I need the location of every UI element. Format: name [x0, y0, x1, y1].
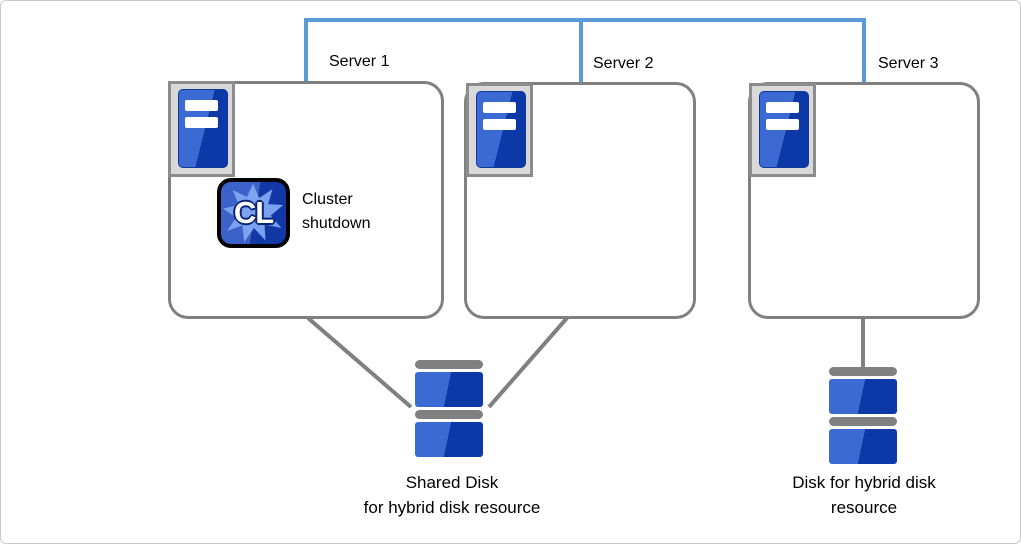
hybrid-disk-caption-line1: Disk for hybrid disk [792, 473, 936, 492]
disk-cap [415, 410, 483, 419]
server-tower-icon [168, 81, 235, 177]
tower-slot-bar [483, 119, 516, 130]
server-tower-body [178, 89, 228, 168]
disk-segment [829, 379, 897, 414]
disk-segment [415, 422, 483, 457]
disk-segment [829, 429, 897, 464]
tower-slot-bar [185, 100, 218, 111]
interconnect-line [304, 18, 866, 82]
disk-segment [415, 372, 483, 407]
shared-disk-caption-line1: Shared Disk [405, 473, 499, 492]
server3-label: Server 3 [878, 55, 939, 72]
disk-cap [829, 417, 897, 426]
tower-slot-bar [766, 102, 799, 113]
server1-label: Server 1 [329, 53, 390, 70]
server2-label: Server 2 [593, 55, 654, 72]
link-server2-shared-disk [487, 316, 569, 409]
hybrid-disk-caption-line2: resource [830, 498, 898, 517]
tower-slot-bar [483, 102, 516, 113]
link-server1-shared-disk [306, 316, 413, 409]
server-tower-icon [466, 83, 533, 177]
shared-disk-caption: Shared Disk for hybrid disk resource [331, 470, 573, 520]
tower-slot-bar [185, 117, 218, 128]
server-tower-icon [749, 83, 816, 177]
shared-disk-stack-icon [415, 360, 483, 457]
cluster-cl-icon: CL [217, 178, 290, 248]
hybrid-disk-stack-icon [829, 367, 897, 464]
cluster-shutdown-caption: Cluster shutdown [302, 188, 371, 236]
server-tower-body [759, 91, 809, 168]
server2-box [464, 82, 696, 319]
cl-icon-text: CL [233, 195, 274, 230]
tower-slot-bar [766, 119, 799, 130]
shared-disk-caption-line2: for hybrid disk resource [363, 498, 541, 517]
cluster-caption-line1: Cluster [302, 191, 353, 208]
star-burst-icon [222, 183, 284, 243]
disk-cap [415, 360, 483, 369]
cluster-caption-line2: shutdown [302, 215, 371, 232]
hybrid-disk-caption: Disk for hybrid disk resource [744, 470, 984, 520]
disk-cap [829, 367, 897, 376]
server-tower-body [476, 91, 526, 168]
